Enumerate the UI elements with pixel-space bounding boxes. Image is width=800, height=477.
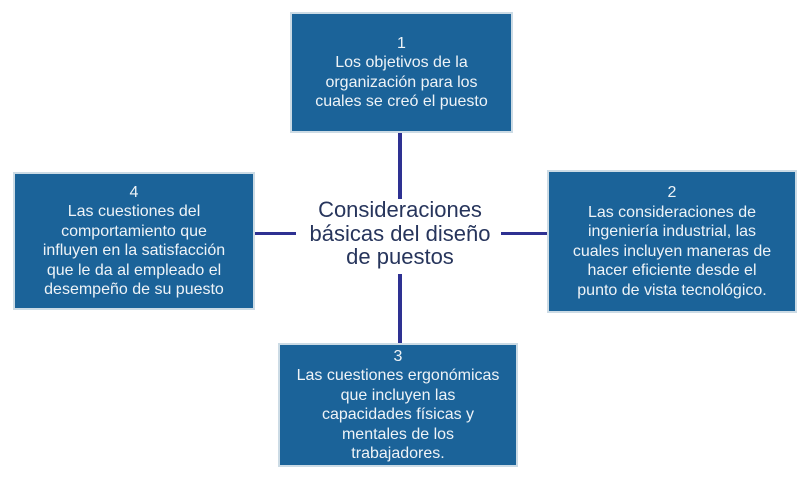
node-1-number: 1 [397, 34, 406, 52]
node-3-box: 3 Las cuestiones ergonómicas que incluye… [278, 343, 518, 467]
node-2-text: Las consideraciones de ingeniería indust… [572, 203, 772, 299]
connector-top-line [398, 133, 402, 199]
node-1-text: Los objetivos de la organización para lo… [315, 54, 488, 110]
node-1-box: 1 Los objetivos de la organización para … [290, 12, 513, 133]
connector-left-line [255, 232, 296, 235]
node-2-number: 2 [667, 184, 677, 201]
connector-bottom-line [398, 274, 402, 343]
node-2-box: 2 Las consideraciones de ingeniería indu… [547, 170, 797, 313]
node-3-number: 3 [393, 347, 403, 365]
node-4-text: Las cuestiones del comportamiento que in… [42, 203, 226, 298]
node-3-text: Las cuestiones ergonómicas que incluyen … [296, 367, 500, 462]
node-4-box: 4 Las cuestiones del comportamiento que … [13, 172, 255, 310]
center-title: Consideraciones básicas del diseño de pu… [309, 197, 491, 269]
node-4-number: 4 [129, 183, 139, 201]
connector-right-line [501, 232, 547, 235]
